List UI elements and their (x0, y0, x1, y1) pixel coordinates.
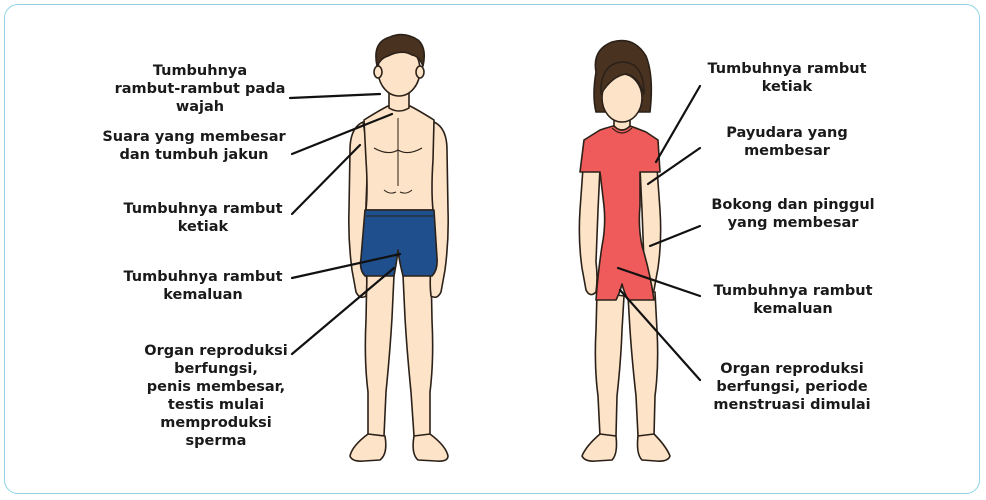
male-shorts (361, 210, 438, 276)
label-male-armpit: Tumbuhnya rambut ketiak (118, 200, 288, 236)
leader-male-facial-hair (290, 94, 380, 98)
female-right-foot (638, 434, 671, 461)
male-right-foot (413, 434, 448, 461)
male-figure (349, 35, 448, 462)
female-left-leg (595, 292, 624, 436)
female-figure (579, 41, 670, 462)
female-right-leg (628, 292, 658, 436)
label-male-pubic: Tumbuhnya rambut kemaluan (118, 268, 288, 304)
leader-female-armpit (656, 86, 700, 162)
male-left-foot (350, 434, 386, 461)
label-female-hips: Bokong dan pinggul yang membesar (708, 196, 878, 232)
label-female-breasts: Payudara yang membesar (712, 124, 862, 160)
label-male-voice: Suara yang membesar dan tumbuh jakun (96, 128, 292, 164)
label-female-pubic: Tumbuhnya rambut kemaluan (708, 282, 878, 318)
label-male-facial-hair: Tumbuhnya rambut-rambut pada wajah (110, 62, 290, 116)
male-right-leg (403, 268, 433, 436)
label-male-reproductive: Organ reproduksi berfungsi, penis membes… (128, 342, 304, 450)
label-female-reproductive: Organ reproduksi berfungsi, periode mens… (700, 360, 884, 414)
male-left-leg (365, 268, 394, 436)
female-left-foot (582, 434, 617, 461)
female-left-arm (579, 168, 600, 295)
label-female-armpit: Tumbuhnya rambut ketiak (704, 60, 870, 96)
